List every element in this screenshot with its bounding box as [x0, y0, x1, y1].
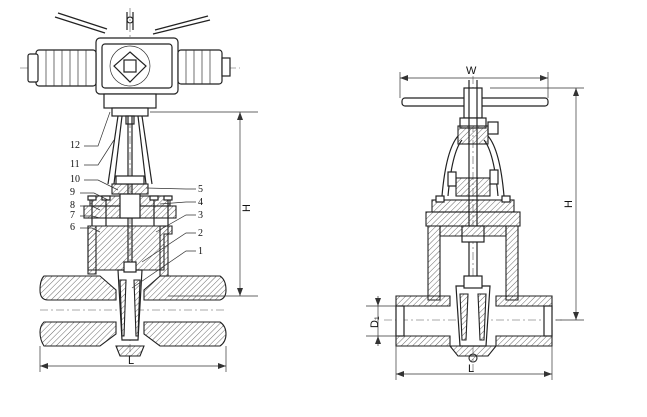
right-dimension-h: H: [490, 87, 584, 321]
part-label-5: 5: [198, 184, 203, 195]
part-label-9: 9: [70, 187, 75, 198]
part-label-4: 4: [198, 197, 203, 208]
part-label-10: 10: [70, 174, 80, 185]
valve-body: [39, 225, 227, 357]
yoke-arms: [441, 135, 505, 197]
part-label-3: 3: [198, 210, 203, 221]
left-dimension-l: L: [39, 346, 227, 372]
part-label-6: 6: [70, 222, 75, 233]
left-part-labels: 12 11 10 9 8 7 6 5 4 3 2 1: [70, 140, 203, 257]
motor-cooling-fins: [45, 50, 87, 86]
right-dimension-d1: D₁: [366, 296, 398, 346]
part-label-12: 12: [70, 140, 80, 151]
right-dimension-w: W: [399, 65, 549, 98]
part-label-2: 2: [198, 228, 203, 239]
terminal-box-fins: [185, 50, 211, 84]
bonnet: [83, 175, 177, 226]
part-label-8: 8: [70, 200, 75, 211]
left-leaders: [80, 111, 196, 289]
right-label-d1: D₁: [369, 316, 381, 328]
right-label-l: L: [468, 363, 474, 375]
left-label-h: H: [241, 204, 253, 212]
right-view-manual-gate-valve: W H D₁ L: [366, 65, 584, 380]
right-dimension-l: L: [395, 346, 553, 380]
left-label-l: L: [128, 355, 134, 367]
left-view-electric-gate-valve: 12 11 10 9 8 7 6 5 4 3 2 1 H: [20, 8, 258, 372]
bonnet-bolts: [87, 195, 173, 226]
right-label-h: H: [563, 200, 575, 208]
left-dimension-h: H: [150, 111, 258, 297]
part-label-11: 11: [70, 159, 80, 170]
part-label-7: 7: [70, 210, 75, 221]
handwheel-icon: [54, 12, 211, 35]
right-valve-body: [395, 225, 553, 363]
part-label-1: 1: [198, 246, 203, 257]
right-label-w: W: [466, 65, 477, 77]
electric-actuator: [27, 37, 231, 117]
